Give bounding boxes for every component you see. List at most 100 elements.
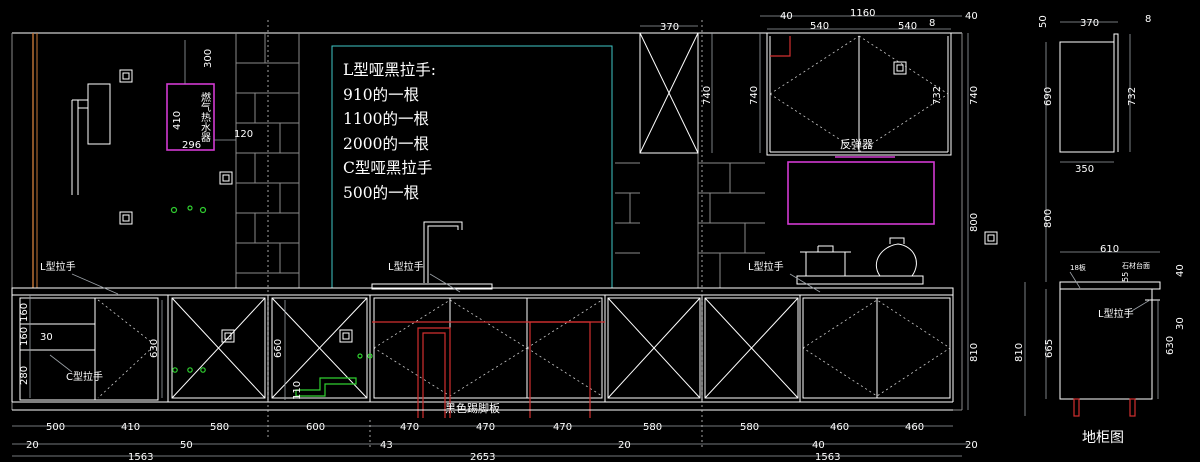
- dimension-label: 600: [306, 422, 325, 433]
- l-handle-label-3: L型拉手: [748, 260, 784, 273]
- l-handle-label-2: L型拉手: [388, 260, 424, 273]
- dimension-label: 540: [810, 21, 829, 32]
- socket-3: [219, 171, 233, 185]
- dimension-label: 630: [1165, 336, 1176, 355]
- note-line-4: 2000的一根: [343, 134, 429, 153]
- dim-300: 300: [203, 49, 214, 68]
- dimension-label: 470: [476, 422, 495, 433]
- top-dims: 370 40 1160 40 540 540 8: [640, 8, 978, 33]
- stove-and-pots: [796, 237, 924, 285]
- dimension-label: 470: [553, 422, 572, 433]
- dimension-label: 20: [26, 440, 39, 451]
- dimension-label: 470: [400, 422, 419, 433]
- bottom-dims: 500 410 580 600 470 470 470 580 580 460 …: [12, 422, 978, 462]
- dimension-label: 2653: [470, 452, 495, 462]
- socket-7: [339, 329, 353, 343]
- dimension-label: 732: [1127, 87, 1138, 106]
- kickboard-label: 黑色踢脚板: [445, 401, 500, 415]
- dimension-label: 410: [121, 422, 140, 433]
- dimension-label: 1160: [850, 8, 875, 19]
- upper-narrow-cabinet: [639, 32, 699, 154]
- water-heater: 燃气热水器 300 410 296 120: [166, 40, 253, 151]
- dimension-label: 8: [1145, 14, 1151, 25]
- dimension-label: 160: [19, 303, 30, 322]
- section-l-handle-label: L型拉手: [1098, 307, 1134, 320]
- dimension-label: 740: [969, 86, 980, 105]
- dimension-label: 8: [929, 18, 935, 29]
- dimension-label: 石材台面: [1122, 261, 1150, 270]
- dimension-label: 43: [380, 440, 393, 451]
- dimension-label: 40: [965, 11, 978, 22]
- dimension-label: 580: [643, 422, 662, 433]
- dimension-label: 160: [19, 327, 30, 346]
- handle-notes: L型哑黑拉手: 910的一根 1100的一根 2000的一根 C型哑黑拉手 50…: [343, 58, 436, 205]
- brick-wall-center: [615, 33, 765, 288]
- dimension-label: 630: [149, 339, 160, 358]
- base-cabinets: 黑色踢脚板: [11, 295, 954, 418]
- socket-5: [984, 231, 998, 245]
- dimension-label: 660: [273, 339, 284, 358]
- faucet: [371, 221, 493, 290]
- upper-wall-cabinet: 反弹器: [766, 32, 952, 156]
- dimension-label: 370: [1080, 18, 1099, 29]
- base-section-title: 地柜图: [1082, 430, 1124, 446]
- dimension-label: 732: [932, 86, 943, 105]
- dimension-label: 1563: [815, 452, 840, 462]
- dimension-label: 810: [1014, 343, 1025, 362]
- dimension-label: 580: [210, 422, 229, 433]
- range-hood: [787, 156, 935, 225]
- dimension-label: 460: [905, 422, 924, 433]
- socket-6: [221, 329, 235, 343]
- worktop: [11, 287, 954, 296]
- dimension-label: 40: [780, 11, 793, 22]
- dimension-label: 740: [702, 86, 713, 105]
- dim-410-heater: 410: [172, 111, 183, 130]
- dim-120: 120: [234, 129, 253, 140]
- water-heater-label: 燃气热水器: [199, 91, 211, 143]
- dimension-label: 460: [830, 422, 849, 433]
- dimension-label: 610: [1100, 244, 1119, 255]
- dimension-label: 20: [618, 440, 631, 451]
- dimension-label: 18板: [1070, 263, 1086, 272]
- dimension-label: 540: [898, 21, 917, 32]
- dimension-label: 110: [292, 381, 303, 400]
- dimension-label: 690: [1043, 87, 1054, 106]
- section-base-cabinet: 610 18板 石材台面 55 L型拉手 40 30 810 665 630 地…: [1014, 244, 1186, 446]
- water-inlet-dots: [170, 205, 207, 214]
- dimension-label: 55: [1121, 272, 1130, 282]
- dimension-label: 740: [749, 86, 760, 105]
- dimension-label: 50: [180, 440, 193, 451]
- socket-1: [119, 69, 133, 83]
- left-dims: 160 160 280 30 630 660 110: [19, 295, 303, 400]
- socket-2: [119, 211, 133, 225]
- dimension-label: 810: [969, 343, 980, 362]
- l-handle-label-1: L型拉手: [40, 260, 76, 273]
- note-line-2: 910的一根: [343, 85, 420, 104]
- dimension-label: 580: [740, 422, 759, 433]
- section-upper-cabinet: 370 50 8 690 732 350 800: [1038, 14, 1151, 282]
- range-hood-label: 反弹器: [840, 137, 873, 151]
- dimension-label: 370: [660, 22, 679, 33]
- note-line-5: C型哑黑拉手: [343, 159, 433, 177]
- dim-296: 296: [182, 140, 201, 151]
- note-line-1: L型哑黑拉手:: [343, 61, 437, 79]
- dimension-label: 20: [965, 440, 978, 451]
- dimension-label: 40: [1175, 264, 1186, 277]
- note-line-3: 1100的一根: [343, 110, 429, 128]
- dimension-label: 30: [1175, 317, 1186, 330]
- brick-wall-left: [235, 33, 300, 288]
- dimension-label: 350: [1075, 164, 1094, 175]
- dimension-label: 30: [40, 332, 53, 343]
- dimension-label: 40: [812, 440, 825, 451]
- dimension-label: 800: [1043, 209, 1054, 228]
- dimension-label: 280: [19, 366, 30, 385]
- dimension-label: 50: [1038, 15, 1049, 28]
- right-dims: 740 740 732 740 800 810: [702, 33, 980, 410]
- c-handle-label: C型拉手: [66, 370, 103, 383]
- dimension-label: 500: [46, 422, 65, 433]
- dimension-label: 665: [1044, 339, 1055, 358]
- dimension-label: 1563: [128, 452, 153, 462]
- gas-pipes: [32, 33, 111, 288]
- socket-4: [893, 61, 907, 75]
